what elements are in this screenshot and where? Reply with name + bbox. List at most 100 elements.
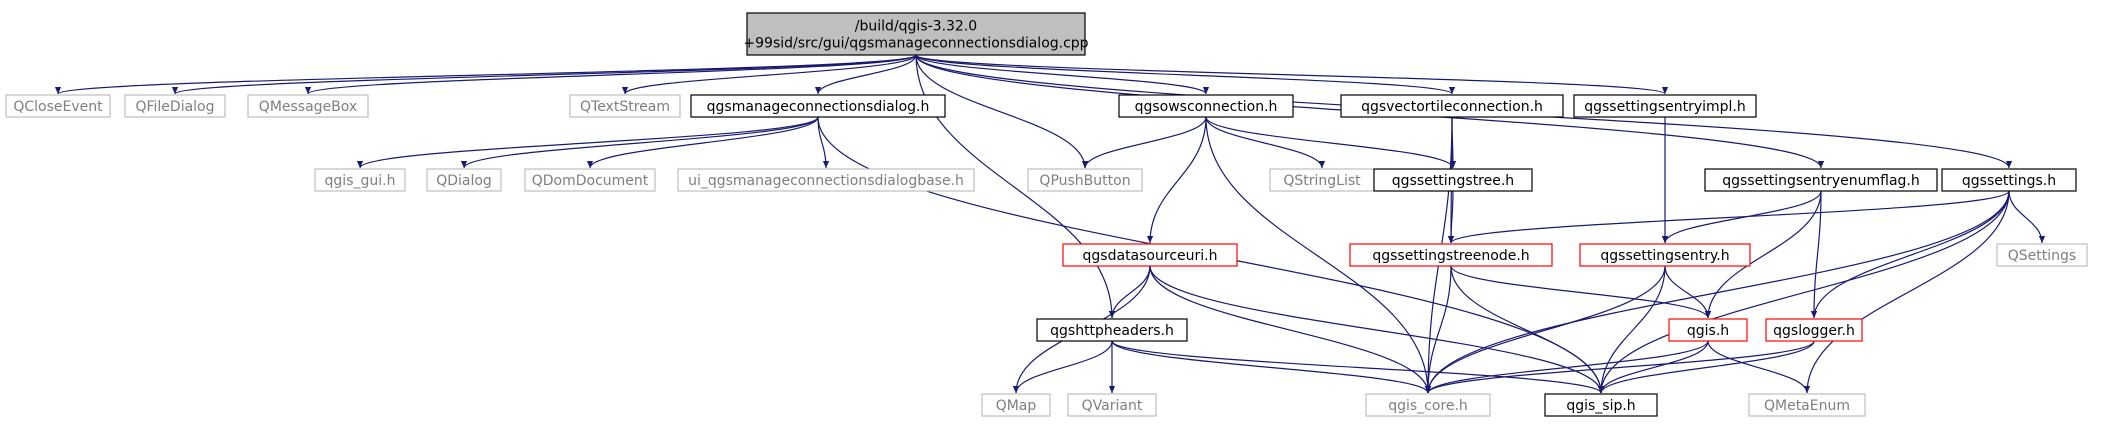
node-box bbox=[677, 168, 975, 192]
node-box bbox=[1373, 168, 1533, 192]
node-label: QDialog bbox=[436, 173, 492, 189]
node-qdomdocument[interactable]: QDomDocument bbox=[524, 168, 656, 192]
node-qmetaenum[interactable]: QMetaEnum bbox=[1748, 393, 1866, 417]
node-box bbox=[1062, 243, 1238, 267]
node-box bbox=[1067, 393, 1157, 417]
node-qgslogger-h[interactable]: qgslogger.h bbox=[1765, 318, 1863, 342]
edge-root-to-qgssettingsentryimpl_h bbox=[915, 54, 1668, 95]
node-root[interactable]: /build/qgis-3.32.0+99sid/src/gui/qgsmana… bbox=[743, 12, 1089, 56]
node-label: qgshttpheaders.h bbox=[1050, 323, 1174, 339]
edge-qgslogger_h-to-qgis_core_h bbox=[1424, 340, 1815, 394]
node-label: qgssettingsentryenumflag.h bbox=[1722, 173, 1920, 189]
node-label: qgsowsconnection.h bbox=[1135, 99, 1278, 115]
node-qgshttpheaders-h[interactable]: qgshttpheaders.h bbox=[1036, 318, 1188, 342]
node-box bbox=[1118, 94, 1294, 118]
node-qgsowsconnection-h[interactable]: qgsowsconnection.h bbox=[1118, 94, 1294, 118]
node-label: qgis_gui.h bbox=[325, 173, 396, 189]
node-label: qgsvectortileconnection.h bbox=[1361, 99, 1543, 115]
node-qfiledialog[interactable]: QFileDialog bbox=[124, 94, 226, 118]
node-box bbox=[981, 393, 1051, 417]
node-box bbox=[5, 94, 111, 118]
edge-root-to-qfiledialog bbox=[172, 54, 917, 95]
edge-root-to-qmessagebox bbox=[305, 54, 917, 95]
node-label: QPushButton bbox=[1039, 173, 1130, 189]
edge-root-to-qpushbutton bbox=[915, 54, 1089, 169]
node-qgsvectortileconnection-h[interactable]: qgsvectortileconnection.h bbox=[1340, 94, 1564, 118]
node-label: QTextStream bbox=[580, 99, 670, 115]
node-qgis-h[interactable]: qgis.h bbox=[1668, 318, 1748, 342]
node-qgis-gui-h[interactable]: qgis_gui.h bbox=[314, 168, 406, 192]
node-qgssettingsentryenumflag-h[interactable]: qgssettingsentryenumflag.h bbox=[1704, 168, 1938, 192]
node-label: QVariant bbox=[1082, 398, 1143, 414]
edge-qgssettingstree_h-to-qgssettingstreenode_h bbox=[1447, 190, 1455, 244]
node-label: QMetaEnum bbox=[1764, 398, 1850, 414]
node-label: QFileDialog bbox=[135, 99, 214, 115]
node-qtextstream[interactable]: QTextStream bbox=[569, 94, 681, 118]
node-box bbox=[1704, 168, 1938, 192]
node-label: qgssettings.h bbox=[1962, 173, 2056, 189]
node-box bbox=[1996, 243, 2088, 267]
node-box bbox=[1340, 94, 1564, 118]
edge-qgslogger_h-to-qgis_sip_h bbox=[1597, 340, 1815, 394]
edge-qgshttpheaders_h-to-qgis_core_h bbox=[1111, 340, 1432, 394]
node-box bbox=[426, 168, 502, 192]
edge-qgssettingsentryenumflag_h-to-qgslogger_h bbox=[1810, 190, 1822, 319]
node-qgssettingstreenode-h[interactable]: qgssettingstreenode.h bbox=[1349, 243, 1553, 267]
edge-qgssettings_h-to-qgis_core_h bbox=[1424, 190, 2010, 394]
node-qgssettingstree-h[interactable]: qgssettingstree.h bbox=[1373, 168, 1533, 192]
node-box bbox=[690, 94, 946, 118]
node-box bbox=[524, 168, 656, 192]
node-label: qgssettingsentryimpl.h bbox=[1584, 99, 1746, 115]
node-qgis-core-h[interactable]: qgis_core.h bbox=[1365, 393, 1491, 417]
edge-root-to-qgsowsconnection_h bbox=[915, 54, 1210, 95]
edge-root-to-qcloseevent bbox=[55, 54, 917, 95]
node-qdialog[interactable]: QDialog bbox=[426, 168, 502, 192]
node-qgsmanageconnectionsdialog-h[interactable]: qgsmanageconnectionsdialog.h bbox=[690, 94, 946, 118]
node-qmessagebox[interactable]: QMessageBox bbox=[247, 94, 369, 118]
node-label: QDomDocument bbox=[532, 173, 649, 189]
edge-root-to-qgsmanageconnectionsdialog_h bbox=[814, 54, 917, 95]
edge-qgssettingsentryenumflag_h-to-qgssettingsentry_h bbox=[1661, 190, 1822, 244]
node-label: /build/qgis-3.32.0 bbox=[855, 19, 977, 35]
edge-qgshttpheaders_h-to-qmap bbox=[1012, 340, 1113, 394]
edge-qgssettingstreenode_h-to-qgis_h bbox=[1450, 265, 1712, 319]
node-qpushbutton[interactable]: QPushButton bbox=[1027, 168, 1143, 192]
node-box bbox=[1027, 168, 1143, 192]
edge-qgssettings_h-to-qsettings bbox=[2008, 190, 2046, 244]
node-label: qgsmanageconnectionsdialog.h bbox=[707, 99, 930, 115]
node-qcloseevent[interactable]: QCloseEvent bbox=[5, 94, 111, 118]
node-box bbox=[1941, 168, 2077, 192]
node-qgssettings-h[interactable]: qgssettings.h bbox=[1941, 168, 2077, 192]
node-label: qgis.h bbox=[1687, 323, 1729, 339]
node-box bbox=[1573, 94, 1757, 118]
edge-root-to-qtextstream bbox=[621, 54, 917, 95]
node-label: +99sid/src/gui/qgsmanageconnectionsdialo… bbox=[743, 36, 1088, 52]
node-qgis-sip-h[interactable]: qgis_sip.h bbox=[1544, 393, 1658, 417]
node-box bbox=[569, 94, 681, 118]
edge-root-to-qgsvectortileconnection_h bbox=[915, 54, 1455, 95]
node-qgsdatasourceuri-h[interactable]: qgsdatasourceuri.h bbox=[1062, 243, 1238, 267]
edge-qgssettingstreenode_h-to-qgis_sip_h bbox=[1450, 265, 1605, 394]
node-qgssettingsentry-h[interactable]: qgssettingsentry.h bbox=[1579, 243, 1751, 267]
node-box bbox=[124, 94, 226, 118]
edge-qgssettingsentryenumflag_h-to-qgis_h bbox=[1704, 190, 1822, 319]
node-ui-qgsmanageconnectionsdialogbase-h[interactable]: ui_qgsmanageconnectionsdialogbase.h bbox=[677, 168, 975, 192]
edge-qgsdatasourceuri_h-to-qgis_sip_h bbox=[1149, 265, 1605, 394]
node-label: qgslogger.h bbox=[1773, 323, 1855, 339]
node-box bbox=[1365, 393, 1491, 417]
node-qstringlist[interactable]: QStringList bbox=[1269, 168, 1375, 192]
edge-qgsmanageconnectionsdialog_h-to-qdomdocument bbox=[586, 116, 819, 169]
node-box bbox=[1748, 393, 1866, 417]
edge-qgis_h-to-qgis_core_h bbox=[1424, 340, 1709, 394]
edge-qgssettingsentry_h-to-qgis_h bbox=[1664, 265, 1712, 319]
node-label: qgis_core.h bbox=[1388, 398, 1468, 414]
node-qmap[interactable]: QMap bbox=[981, 393, 1051, 417]
node-qvariant[interactable]: QVariant bbox=[1067, 393, 1157, 417]
node-qgssettingsentryimpl-h[interactable]: qgssettingsentryimpl.h bbox=[1573, 94, 1757, 118]
node-label: qgssettingstree.h bbox=[1392, 173, 1514, 189]
edge-qgsmanageconnectionsdialog_h-to-qdialog bbox=[460, 116, 819, 169]
edge-qgssettings_h-to-qgis_sip_h bbox=[1597, 190, 2010, 394]
node-qsettings[interactable]: QSettings bbox=[1996, 243, 2088, 267]
edge-qgsowsconnection_h-to-qgsdatasourceuri_h bbox=[1146, 116, 1207, 244]
